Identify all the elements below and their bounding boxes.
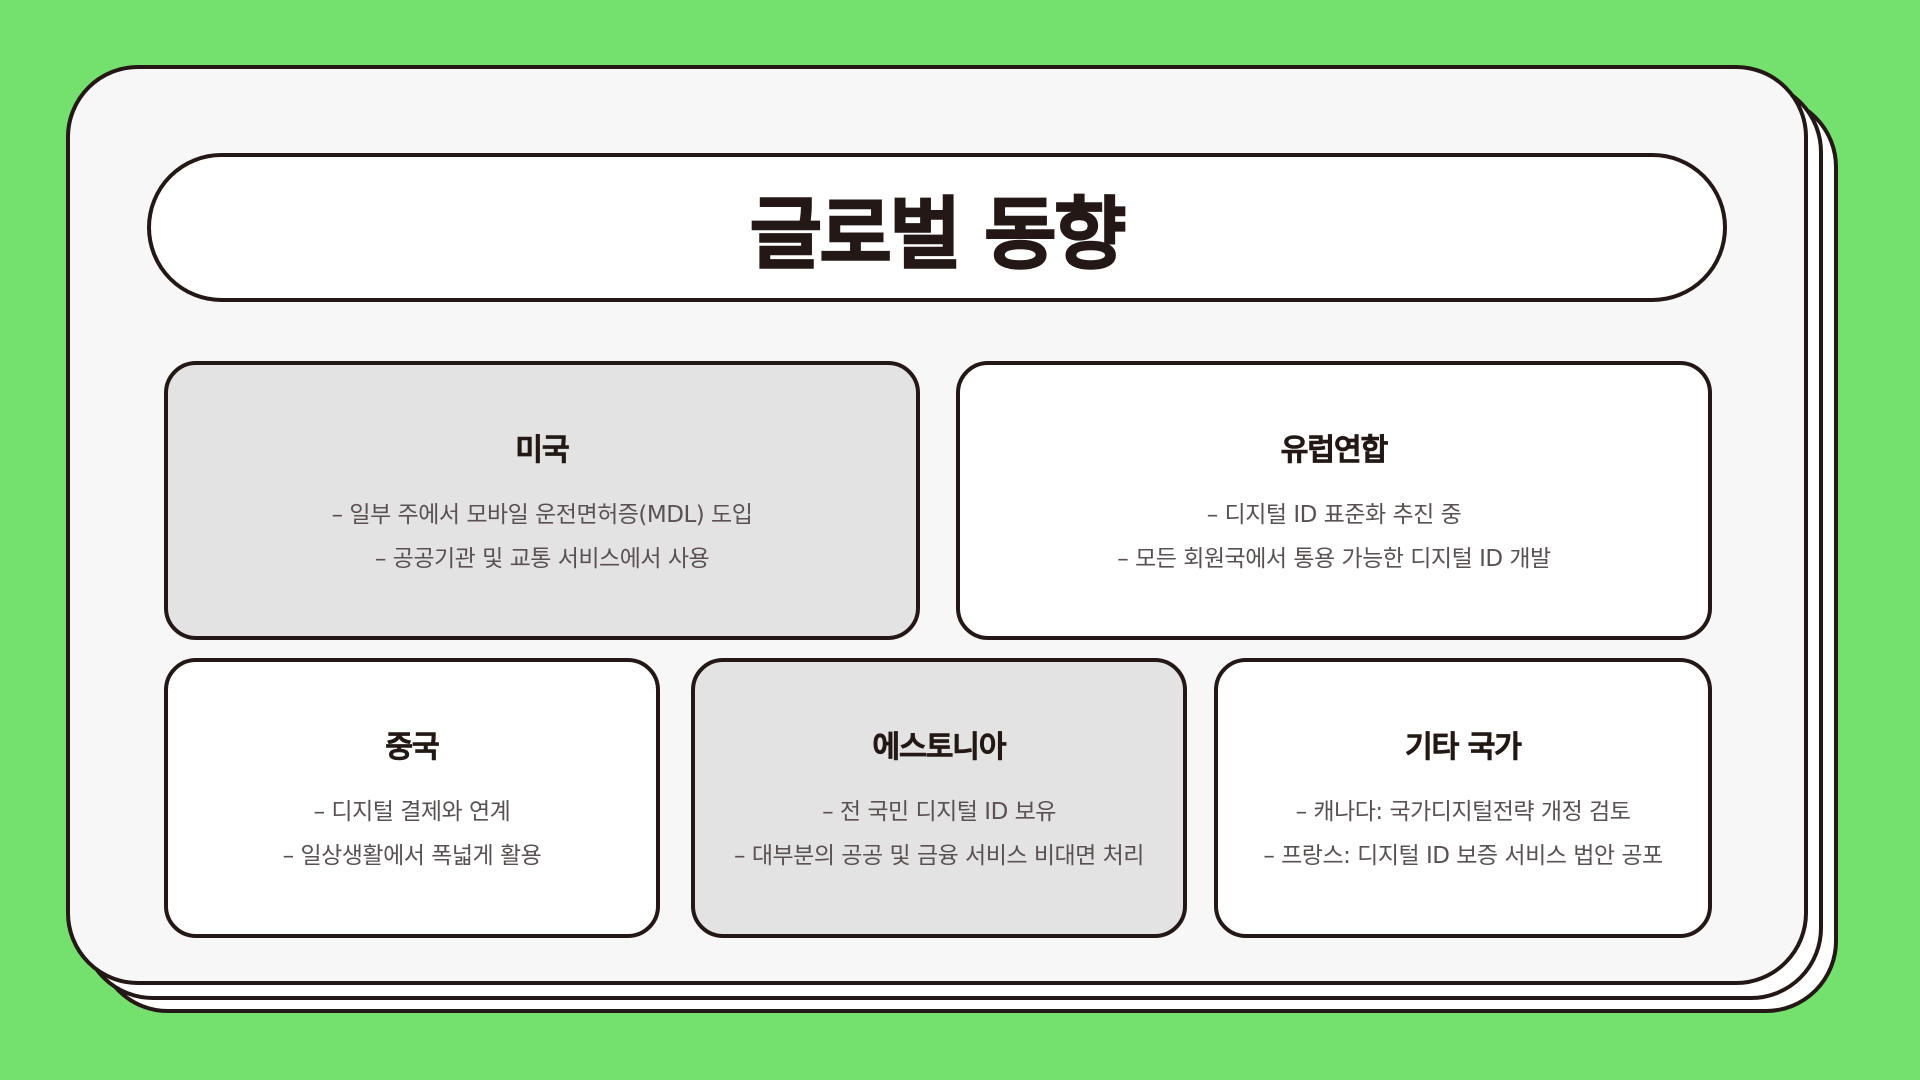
bullet-list: – 디지털 ID 표준화 추진 중 – 모든 회원국에서 통용 가능한 디지털 …	[1117, 493, 1551, 581]
title-banner: 글로벌 동향	[147, 153, 1727, 302]
bullet-item: – 공공기관 및 교통 서비스에서 사용	[374, 546, 710, 572]
card-united-states: 미국 – 일부 주에서 모바일 운전면허증(MDL) 도입 – 공공기관 및 교…	[164, 361, 920, 640]
bullet-item: – 전 국민 디지털 ID 보유	[822, 799, 1056, 825]
bullet-item: – 디지털 결제와 연계	[313, 799, 511, 825]
bullet-item: – 대부분의 공공 및 금융 서비스 비대면 처리	[734, 843, 1144, 869]
card-title: 기타 국가	[1405, 730, 1522, 766]
bullet-item: – 프랑스: 디지털 ID 보증 서비스 법안 공포	[1263, 843, 1663, 869]
card-estonia: 에스토니아 – 전 국민 디지털 ID 보유 – 대부분의 공공 및 금융 서비…	[691, 658, 1187, 938]
bullet-item: – 일상생활에서 폭넓게 활용	[282, 843, 542, 869]
card-title: 미국	[515, 433, 570, 469]
bullet-list: – 디지털 결제와 연계 – 일상생활에서 폭넓게 활용	[283, 790, 542, 878]
card-title: 유럽연합	[1280, 433, 1388, 469]
bullet-item: – 일부 주에서 모바일 운전면허증(MDL) 도입	[331, 502, 753, 528]
bullet-item: – 모든 회원국에서 통용 가능한 디지털 ID 개발	[1117, 546, 1551, 572]
card-european-union: 유럽연합 – 디지털 ID 표준화 추진 중 – 모든 회원국에서 통용 가능한…	[956, 361, 1712, 640]
bullet-item: – 디지털 ID 표준화 추진 중	[1206, 502, 1462, 528]
card-other-countries: 기타 국가 – 캐나다: 국가디지털전략 개정 검토 – 프랑스: 디지털 ID…	[1214, 658, 1712, 938]
bullet-list: – 캐나다: 국가디지털전략 개정 검토 – 프랑스: 디지털 ID 보증 서비…	[1263, 790, 1663, 878]
bullet-item: – 캐나다: 국가디지털전략 개정 검토	[1295, 799, 1631, 825]
bullet-list: – 전 국민 디지털 ID 보유 – 대부분의 공공 및 금융 서비스 비대면 …	[734, 790, 1144, 878]
page-title: 글로벌 동향	[749, 189, 1127, 281]
bullet-list: – 일부 주에서 모바일 운전면허증(MDL) 도입 – 공공기관 및 교통 서…	[332, 493, 753, 581]
card-china: 중국 – 디지털 결제와 연계 – 일상생활에서 폭넓게 활용	[164, 658, 660, 938]
card-title: 에스토니아	[872, 730, 1007, 766]
card-title: 중국	[385, 730, 440, 766]
